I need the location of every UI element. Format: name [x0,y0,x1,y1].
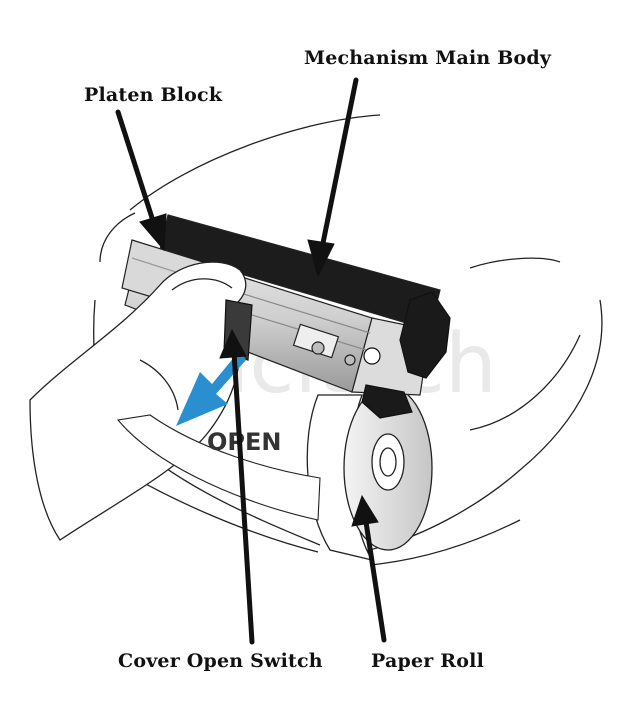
cover-open-switch-label: Cover Open Switch [118,650,323,672]
open-marking: OPEN [207,428,281,456]
open-direction-arrow-icon [176,350,246,426]
cover-panel [116,414,321,521]
callout-arrows [115,77,387,645]
mechanism-main-body-label: Mechanism Main Body [304,47,552,69]
paper-roll-label: Paper Roll [371,650,484,672]
platen-block-label: Platen Block [84,84,223,106]
hand [29,261,247,541]
release-lever [361,291,451,419]
